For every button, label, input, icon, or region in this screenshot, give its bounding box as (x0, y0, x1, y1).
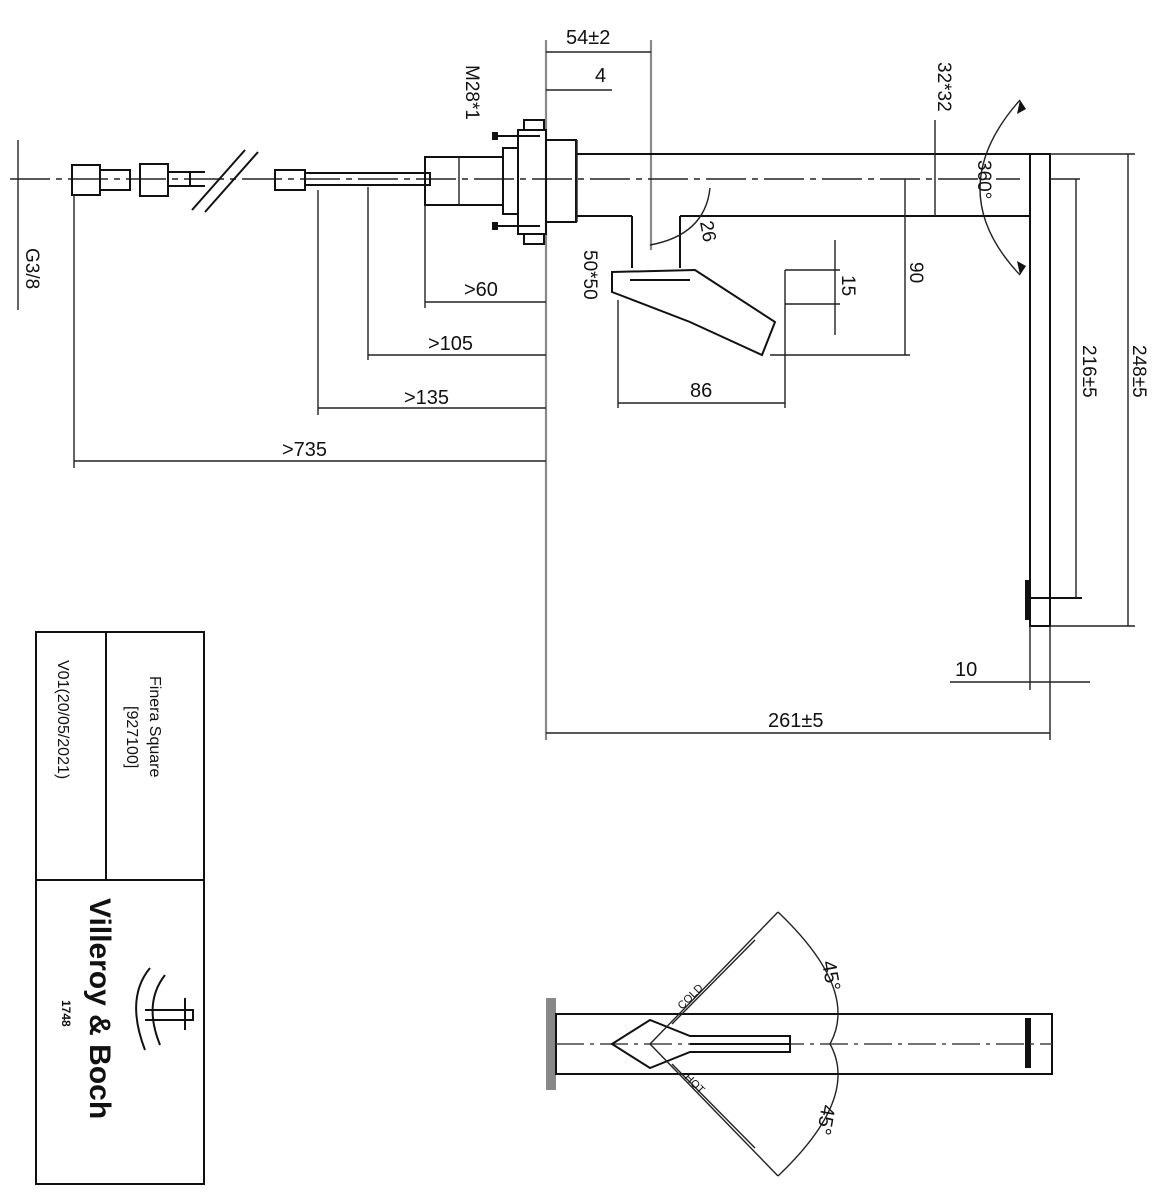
dim-735: >735 (282, 439, 327, 461)
label-cold: COLD (676, 982, 706, 1012)
dim-60: >60 (464, 279, 498, 301)
supply-hose (10, 119, 1020, 245)
title-block: Finera Square [927100] V01(20/05/2021) V… (35, 631, 205, 1185)
dim-45-upper: 45° (817, 959, 844, 993)
dim-45-lower: 45° (812, 1103, 839, 1137)
label-hot: HOT (682, 1072, 707, 1097)
title-code: [927100] (123, 706, 140, 768)
tilt-arc (649, 187, 711, 246)
faucet-body (576, 153, 1082, 627)
dim-50: 50*50 (579, 250, 600, 300)
dim-86: 86 (690, 380, 712, 402)
rotation-arc (979, 99, 1021, 276)
brand-name: Villeroy & Boch (83, 898, 116, 1119)
side-view: 54±2 4 M28*1 32*32 360° 26 50*50 15 90 2… (10, 27, 1149, 740)
dimension-lines (17, 51, 1135, 740)
dim-m28: M28*1 (461, 65, 482, 120)
brand-logo (135, 967, 194, 1051)
title-product: Finera Square (146, 676, 163, 777)
dim-g38: G3/8 (21, 248, 42, 289)
dim-216: 216±5 (1078, 345, 1099, 398)
dim-54: 54±2 (566, 27, 610, 49)
dim-105: >105 (428, 333, 473, 355)
dim-261: 261±5 (768, 710, 823, 732)
dim-360: 360° (973, 160, 994, 199)
top-view: COLD HOT 45° 45° (546, 911, 1053, 1177)
title-version: V01(20/05/2021) (54, 660, 71, 779)
dim-135: >135 (404, 387, 449, 409)
brand-year: 1748 (59, 1000, 73, 1027)
dim-4: 4 (595, 65, 606, 87)
dim-32: 32*32 (933, 62, 954, 112)
dim-248: 248±5 (1128, 345, 1149, 398)
dim-15: 15 (837, 275, 858, 296)
dim-26: 26 (695, 219, 719, 243)
dim-90: 90 (905, 262, 926, 283)
dim-10: 10 (955, 659, 977, 681)
